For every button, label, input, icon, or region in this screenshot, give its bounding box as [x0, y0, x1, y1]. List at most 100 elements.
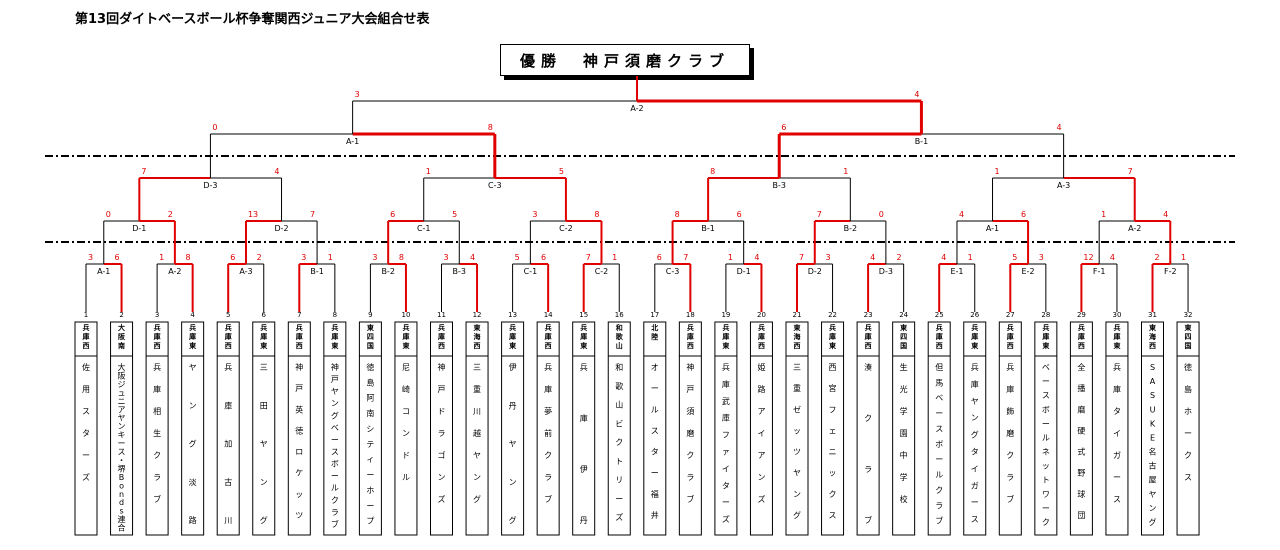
- score-right: 8: [186, 253, 191, 262]
- team-number: 12: [473, 311, 482, 319]
- team-number: 16: [615, 311, 624, 319]
- team-number: 15: [579, 311, 588, 319]
- team-league: 東四国: [900, 323, 908, 350]
- score-left: 3: [301, 253, 306, 262]
- team-number: 17: [650, 311, 659, 319]
- team-name: 伊丹ヤング: [509, 362, 517, 525]
- score-right: 4: [274, 167, 279, 176]
- team-name: 兵庫加古川: [224, 362, 232, 525]
- score-left: 8: [710, 167, 715, 176]
- score-right: 1: [843, 167, 848, 176]
- match-label: D-2: [274, 224, 288, 233]
- team-name: 三田ヤング: [260, 363, 268, 525]
- team-name: 神戸ヤングベースボールクラブ: [331, 362, 339, 529]
- team-name: 兵庫タイガース: [1113, 362, 1121, 504]
- score-left: 1: [159, 253, 164, 262]
- team-box: [892, 321, 916, 536]
- match-label: C-3: [488, 181, 502, 190]
- team-name: 西宮フェニックス: [829, 363, 837, 520]
- match-label: A-2: [630, 104, 643, 113]
- score-left: 4: [959, 210, 964, 219]
- team-name: 湊クラブ: [864, 362, 872, 525]
- score-left: 3: [532, 210, 537, 219]
- team-number: 7: [297, 311, 301, 319]
- score-left: 4: [870, 253, 875, 262]
- team-league: 兵庫西: [154, 323, 161, 350]
- score-right: 1: [328, 253, 333, 262]
- score-left: 6: [390, 210, 395, 219]
- score-left: 2: [1155, 253, 1160, 262]
- score-right: 7: [310, 210, 315, 219]
- team-league: 北陸: [651, 323, 658, 341]
- match-label: B-2: [844, 224, 857, 233]
- team-number: 22: [828, 311, 837, 319]
- team-league: 兵庫東: [331, 323, 339, 350]
- team-name: 兵庫武庫ファイターズ: [722, 362, 730, 524]
- team-league: 兵庫東: [1042, 323, 1050, 350]
- score-left: 1: [1101, 210, 1106, 219]
- score-left: 1: [426, 167, 431, 176]
- team-number: 20: [757, 311, 766, 319]
- match: A-2 1 8: [156, 253, 194, 312]
- score-left: 7: [817, 210, 822, 219]
- team-name: 兵庫相生クラブ: [153, 362, 161, 504]
- match-label: B-2: [381, 267, 394, 276]
- team-league: 兵庫西: [758, 323, 765, 350]
- match-label: A-1: [986, 224, 999, 233]
- score-left: 7: [799, 253, 804, 262]
- team-name: 尼崎コンドル: [402, 363, 410, 482]
- score-right: 2: [897, 253, 902, 262]
- match-label: D-3: [879, 267, 893, 276]
- team-name: 神戸ドラゴンズ: [438, 362, 446, 504]
- team-box: [1176, 321, 1200, 536]
- score-left: 0: [106, 210, 111, 219]
- score-right: 4: [1110, 253, 1115, 262]
- match-label: C-1: [417, 224, 431, 233]
- team-box: [287, 321, 311, 536]
- team-box: [323, 321, 347, 536]
- score-right: 1: [612, 253, 617, 262]
- team-name: ベースボールネットワーク: [1042, 363, 1050, 527]
- team-league: 兵庫東: [829, 323, 837, 350]
- team-league: 和歌山: [615, 323, 624, 350]
- score-left: 4: [941, 253, 946, 262]
- match-label: A-2: [168, 267, 181, 276]
- score-left: 6: [781, 123, 786, 132]
- score-left: 7: [586, 253, 591, 262]
- score-left: 6: [230, 253, 235, 262]
- team-box: [643, 321, 667, 536]
- score-right: 8: [488, 123, 493, 132]
- score-right: 8: [399, 253, 404, 262]
- team-number: 2: [119, 311, 123, 319]
- team-box: [1141, 321, 1164, 536]
- team-box: [998, 321, 1022, 536]
- score-right: 6: [541, 253, 546, 262]
- team-league: 兵庫東: [260, 323, 268, 350]
- match-label: C-2: [559, 224, 573, 233]
- team-box: [963, 321, 987, 536]
- score-right: 4: [1163, 210, 1168, 219]
- team-box: [110, 321, 134, 536]
